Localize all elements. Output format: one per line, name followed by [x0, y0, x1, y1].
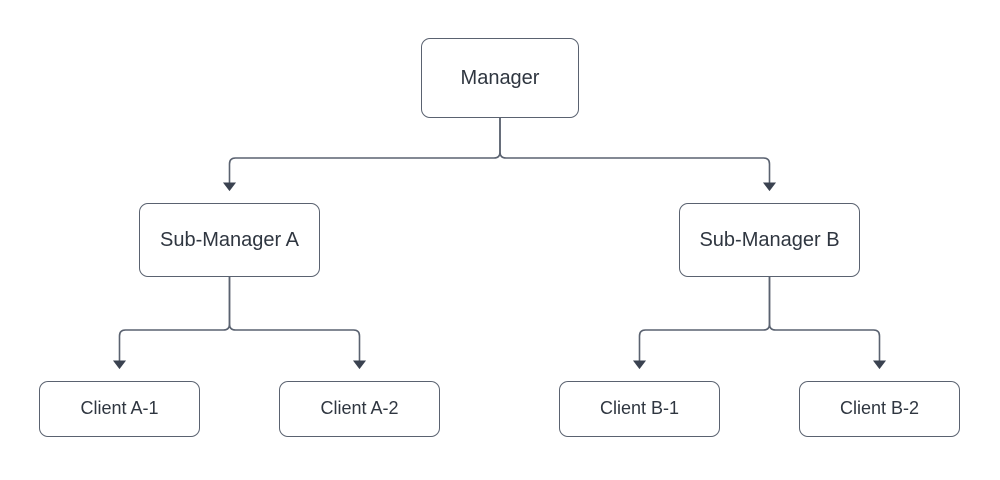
node-client-a1[interactable]: Client A-1 [39, 381, 200, 437]
edge-sub-manager-a-to-client-a2 [228, 277, 367, 370]
node-client-b1[interactable]: Client B-1 [559, 381, 720, 437]
edge-sub-manager-a-to-client-a1 [112, 277, 231, 370]
node-client-a2[interactable]: Client A-2 [279, 381, 440, 437]
edge-manager-to-sub-manager-a [222, 118, 501, 192]
node-client-a1-label: Client A-1 [80, 398, 159, 419]
node-manager[interactable]: Manager [421, 38, 579, 118]
edge-manager-to-sub-manager-b [499, 118, 777, 192]
node-client-b1-label: Client B-1 [599, 398, 680, 419]
node-client-b2-label: Client B-2 [839, 398, 920, 419]
node-client-a2-label: Client A-2 [320, 398, 399, 419]
node-manager-label: Manager [460, 67, 540, 89]
node-sub-manager-a[interactable]: Sub-Manager A [139, 203, 320, 277]
node-sub-manager-b-label: Sub-Manager B [699, 229, 840, 251]
edge-sub-manager-b-to-client-b2 [768, 277, 887, 370]
node-sub-manager-b[interactable]: Sub-Manager B [679, 203, 860, 277]
node-client-b2[interactable]: Client B-2 [799, 381, 960, 437]
edge-sub-manager-b-to-client-b1 [632, 277, 771, 370]
node-sub-manager-a-label: Sub-Manager A [160, 229, 299, 251]
